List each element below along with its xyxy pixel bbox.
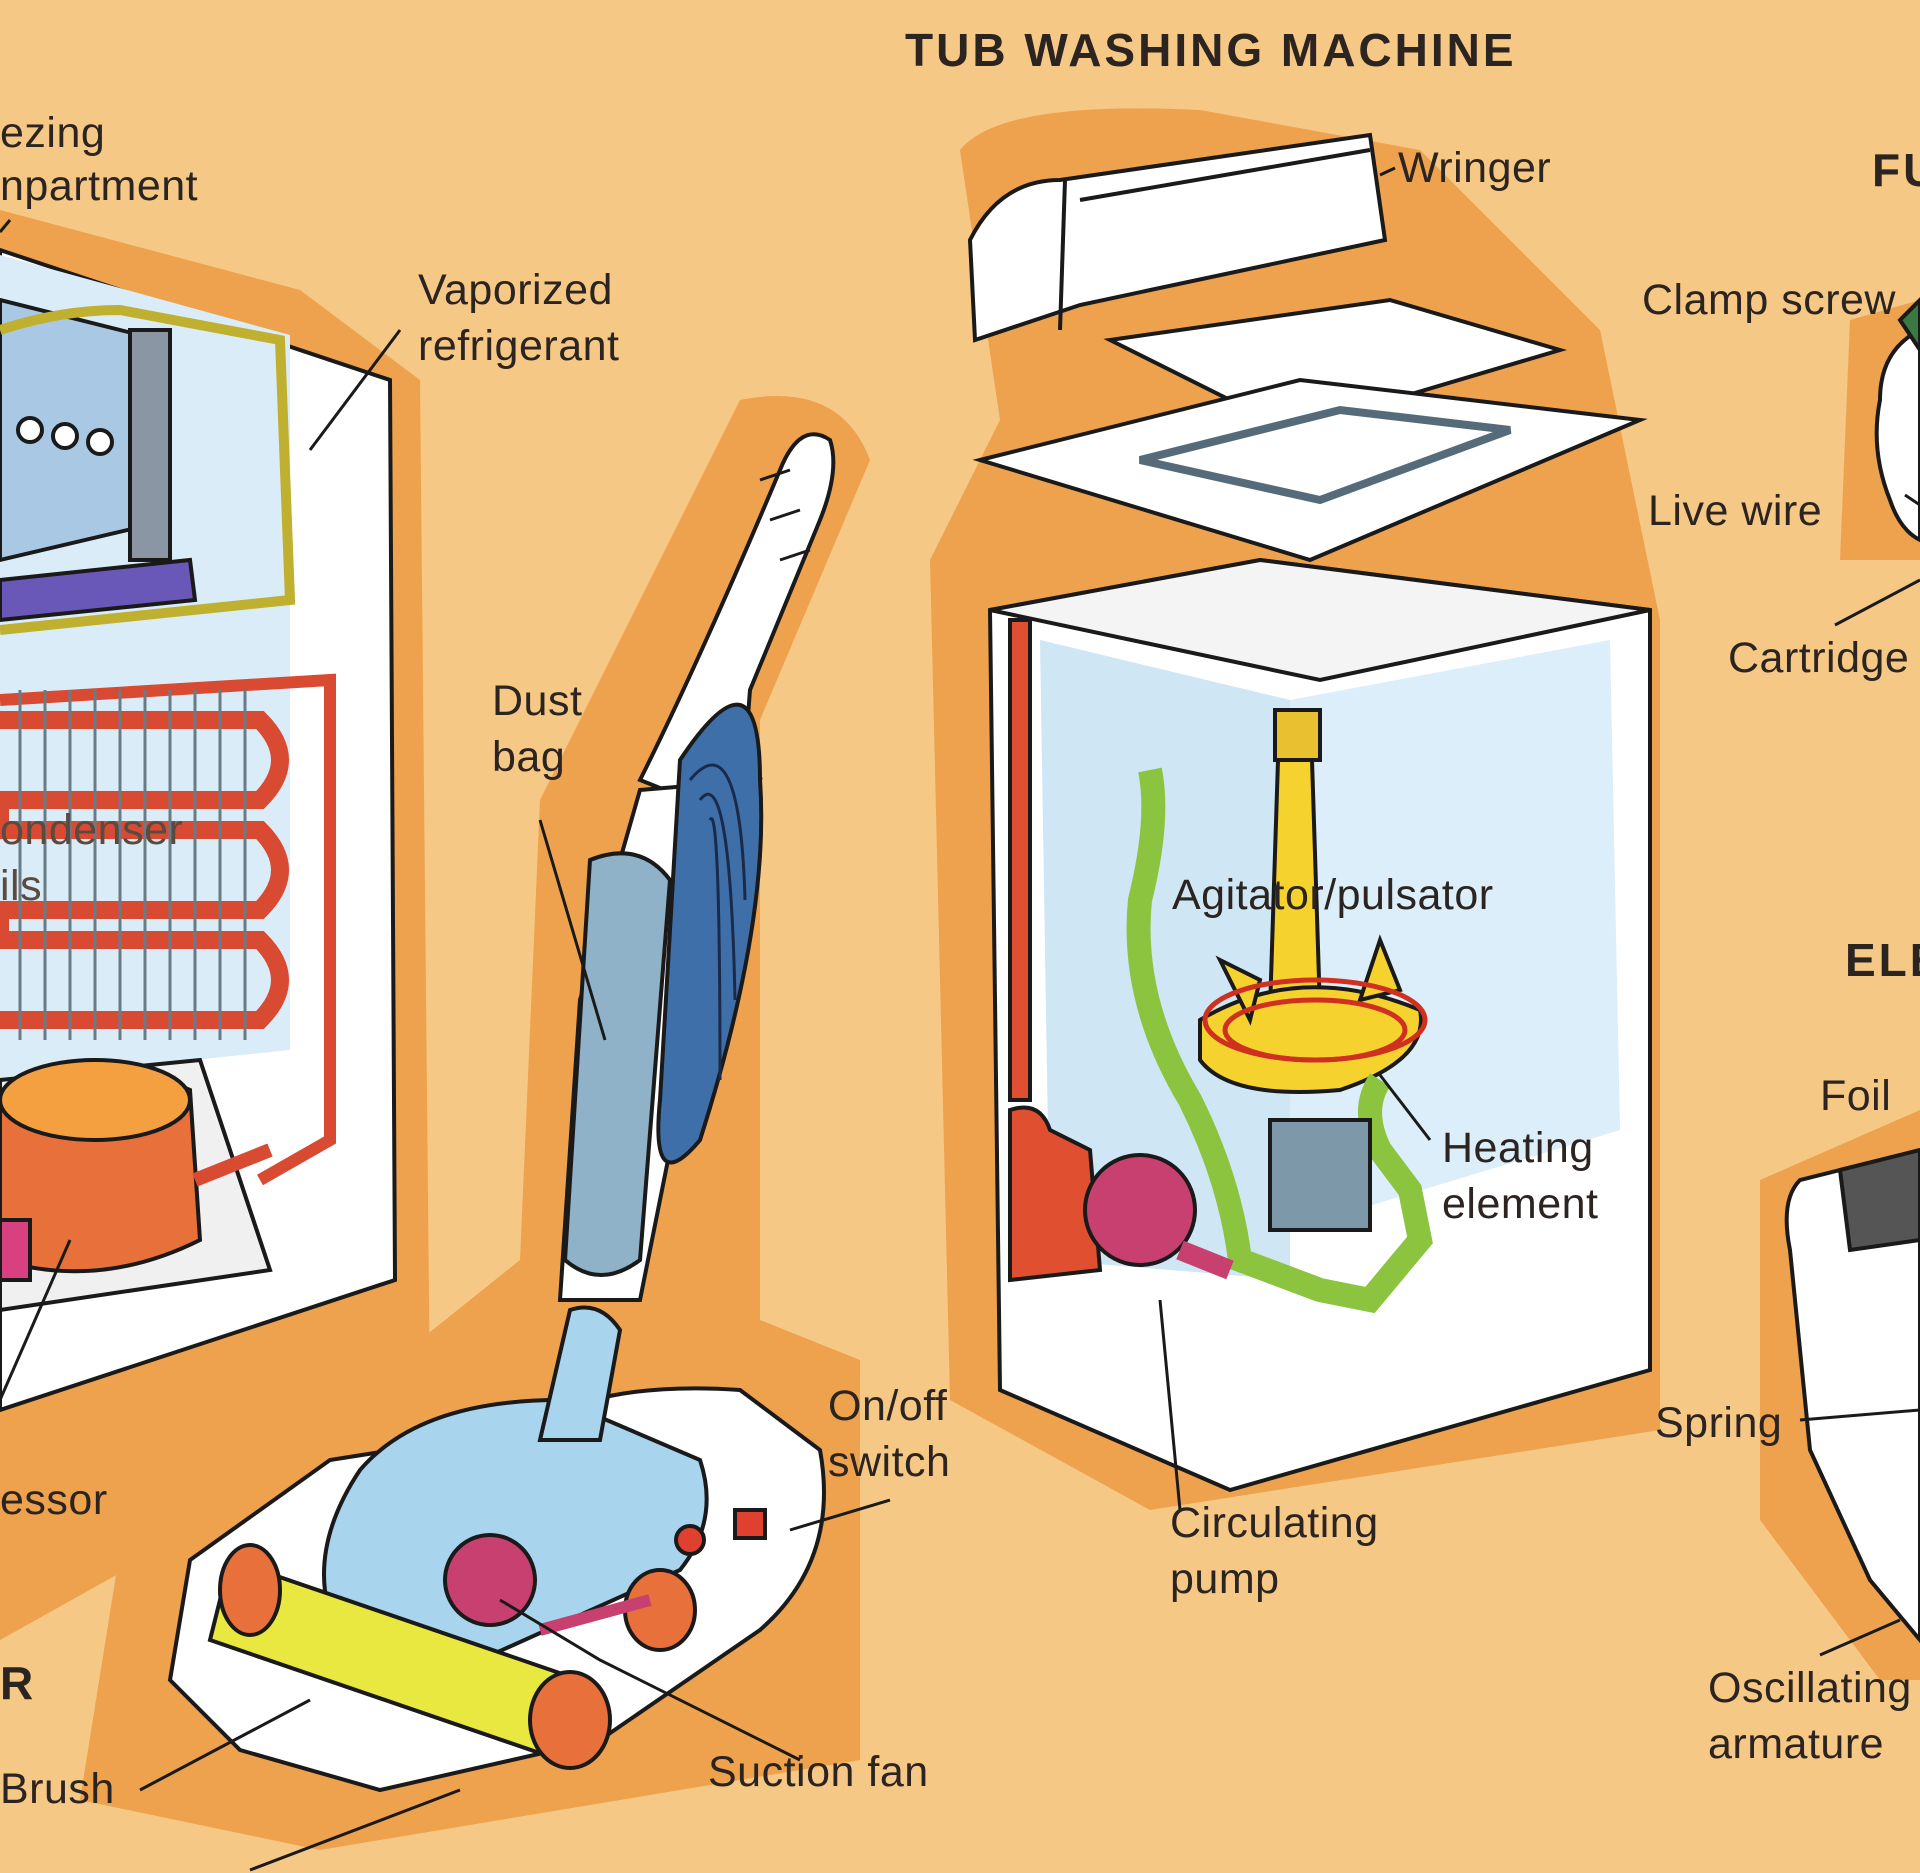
clamp-screw-shape [1897, 297, 1920, 354]
motor-block [1268, 1118, 1372, 1232]
green-hose [1126, 767, 1433, 1314]
heating-coil-inner [1222, 997, 1408, 1063]
label-agitator: Agitator/pulsator [1172, 871, 1494, 919]
label-spring: Spring [1655, 1399, 1783, 1447]
label-condenser-line2: ils [0, 862, 43, 910]
vacuum-title: R [0, 1657, 37, 1709]
leader-switch [789, 1498, 891, 1532]
leader-cartridge [1834, 578, 1920, 627]
vaporized-refrigerant-tube [0, 304, 296, 635]
leader-wringer [1379, 166, 1396, 177]
label-dust-bag: Dust bag [492, 677, 583, 781]
leader-brush [139, 1698, 311, 1792]
wringer-shape [967, 132, 1388, 343]
cord-wraps [688, 763, 747, 1081]
ice-tray [0, 557, 198, 623]
leader-vaporized [308, 329, 402, 451]
condenser-tube-outer [0, 673, 336, 1186]
label-oscillating-armature: Oscillating armature [1708, 1664, 1912, 1768]
compressor-pipe [192, 1143, 273, 1187]
leader-compressor [0, 1239, 72, 1401]
label-freezing-line1: ezing [0, 109, 106, 157]
label-suction-fan: Suction fan [708, 1748, 929, 1796]
tub-washing-machine [967, 132, 1652, 1493]
fuse-title: FU [1872, 144, 1920, 196]
label-brush: Brush [0, 1765, 115, 1813]
shaver-title: ELE [1845, 934, 1920, 986]
vacuum-handle [637, 432, 836, 823]
brush-end-cap [218, 1543, 282, 1637]
leader-freezing [0, 219, 12, 233]
label-freezing-line2: npartment [0, 162, 199, 210]
leader-spring [1799, 1408, 1920, 1422]
freezer-hole [16, 416, 44, 444]
tub-water-left [1040, 640, 1290, 1280]
leader-armature [1819, 1618, 1901, 1657]
brush-end-cap [528, 1670, 612, 1770]
handle-grip-ridges [759, 468, 811, 562]
shaver-body [1784, 1147, 1920, 1644]
leader-dust-bag [538, 819, 607, 1041]
agitator-cap [1273, 708, 1322, 762]
label-on-off-switch: On/off switch [828, 1382, 951, 1486]
cord-bundle [656, 702, 764, 1165]
freezer-hole [86, 428, 114, 456]
label-wringer: Wringer [1398, 144, 1552, 192]
wringer-lines [1058, 148, 1371, 331]
electric-shaver [1784, 1147, 1920, 1644]
leader-live-wire [1904, 493, 1920, 507]
circulating-pump-shape [1083, 1153, 1197, 1267]
suction-tube [537, 1305, 623, 1442]
condenser-coils [0, 711, 289, 1029]
label-foil: Foil [1820, 1072, 1892, 1120]
suction-fan-shape [443, 1533, 537, 1627]
refrigerator [0, 247, 398, 1413]
fuse-holder [1874, 327, 1920, 543]
washing-machine-title: TUB WASHING MACHINE [905, 24, 1517, 76]
label-live-wire: Live wire [1648, 487, 1823, 535]
label-vaporized-refrigerant: Vaporized refrigerant [418, 266, 620, 370]
switch-knob [733, 1508, 767, 1540]
dust-bag-shape [562, 851, 673, 1277]
lid-seal [1139, 405, 1512, 505]
on-off-switch-shape [674, 1524, 706, 1556]
condenser-fins [18, 690, 247, 1040]
drain-pipe [1008, 618, 1032, 1102]
leader-bottom [249, 1788, 461, 1872]
label-cartridge: Cartridge [1728, 634, 1910, 682]
shaver-foil [1837, 1147, 1920, 1253]
agitator-disc [1198, 985, 1423, 1094]
label-clamp-screw: Clamp screw [1642, 276, 1896, 324]
compressor-top [0, 1058, 192, 1142]
pump-outlet [1176, 1240, 1234, 1280]
label-circulating-pump: Circulating pump [1170, 1499, 1379, 1603]
label-condenser-line1: ondenser [0, 806, 184, 854]
freezer-bracket [128, 328, 172, 562]
leader-fan [499, 1598, 801, 1762]
fan-shaft [538, 1594, 652, 1636]
freezer-hole [51, 422, 79, 450]
label-heating-element: Heating element [1442, 1124, 1599, 1228]
cabinet-top [989, 557, 1651, 683]
label-compressor: essor [0, 1476, 108, 1524]
suction-chamber [322, 1397, 709, 1663]
leader-lines [0, 166, 1920, 1872]
fuse [1874, 297, 1920, 543]
leader-heating [1378, 1074, 1432, 1141]
leader-pump [1158, 1299, 1182, 1511]
compressor-part [0, 1218, 32, 1282]
